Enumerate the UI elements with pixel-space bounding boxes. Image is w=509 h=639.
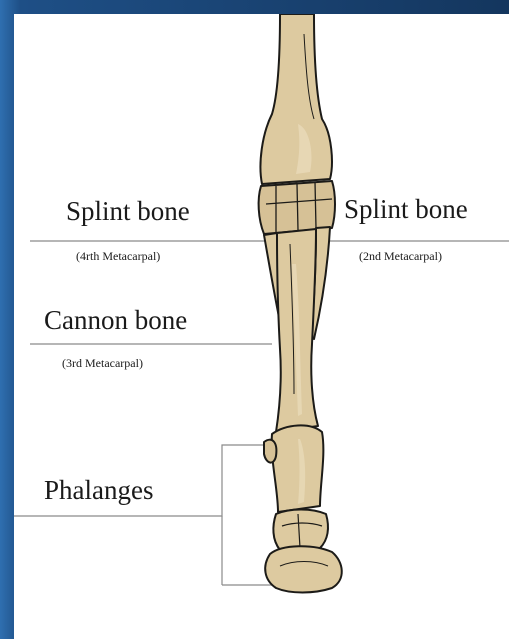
distal-phalanx <box>265 546 342 592</box>
splint-bone-right-label: Splint bone <box>344 194 468 225</box>
diagram-panel: Splint bone (4rth Metacarpal) Splint bon… <box>14 14 509 639</box>
proximal-phalanx <box>272 425 324 512</box>
cannon-bone-sublabel: (3rd Metacarpal) <box>62 356 143 371</box>
radius-bone <box>260 14 331 184</box>
splint-bone-left-sublabel: (4rth Metacarpal) <box>76 249 160 264</box>
cannon-bone-label: Cannon bone <box>44 305 187 336</box>
middle-phalanx <box>273 510 328 551</box>
splint-bone-left-label: Splint bone <box>66 196 190 227</box>
phalanges-label: Phalanges <box>44 475 153 506</box>
splint-bone-right-sublabel: (2nd Metacarpal) <box>359 249 442 264</box>
sesamoid-bone <box>264 440 276 463</box>
